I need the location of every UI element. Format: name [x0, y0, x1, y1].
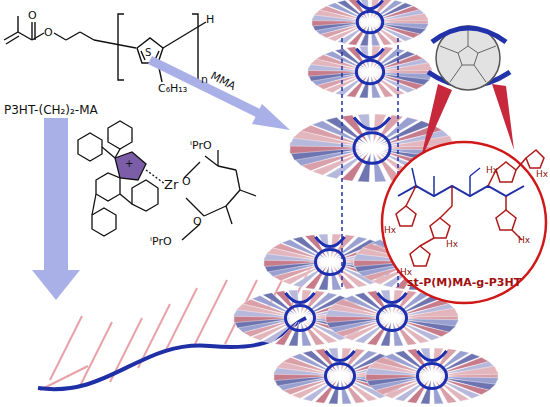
brush-wedge: [373, 153, 386, 182]
side-chains: [40, 260, 314, 390]
mma-arrow: [150, 60, 290, 130]
atom-label: O: [44, 27, 53, 38]
helix-coil: [315, 237, 344, 247]
helix-coil: [285, 305, 314, 330]
helix-coil: [354, 133, 390, 164]
atom-label: O: [182, 176, 191, 187]
atom-label: Zr: [164, 178, 178, 191]
catalyst-structure: [78, 121, 256, 240]
brush-wedge: [378, 13, 429, 21]
hexyl-label: Hx: [400, 268, 412, 277]
helix-coil: [417, 351, 446, 361]
substituent-label: ⁱPrO: [190, 140, 212, 151]
charge-label: +: [125, 159, 133, 169]
substituent-label: ⁱPrO: [150, 236, 172, 247]
reaction-arrow: [32, 118, 80, 300]
reagent-label: MMA: [209, 70, 238, 92]
helix-coil: [356, 60, 383, 83]
backbone-chain: [38, 318, 306, 389]
helix-coil: [417, 363, 446, 388]
substituent-label: C₆H₁₃: [158, 83, 187, 94]
helix-coil: [357, 0, 383, 8]
helix-coil: [325, 351, 354, 361]
atom-label: O: [193, 216, 202, 227]
brush-wedge: [441, 366, 499, 375]
repeat-index: n: [201, 74, 208, 85]
atom-label: H: [206, 14, 214, 25]
hexyl-label: Hx: [446, 240, 458, 249]
brush-wedge: [401, 308, 459, 317]
helix-coil: [315, 249, 344, 274]
helix-coil: [285, 293, 314, 303]
helix-coil: [377, 305, 406, 330]
hexyl-label: Hx: [536, 170, 548, 179]
helix-coil: [325, 363, 354, 388]
helix-coil: [354, 117, 390, 129]
polymer-inset-circle: st-P(M)MA-g-P3HT: [380, 140, 548, 305]
atom-label: O: [28, 10, 37, 21]
atom-label: S: [145, 48, 151, 58]
helix-coil: [356, 49, 383, 58]
hexyl-label: Hx: [384, 226, 396, 235]
polymer-name: st-P(M)MA-g-P3HT: [380, 276, 548, 289]
hexyl-label: Hx: [518, 236, 530, 245]
monomer-name: P3HT-(CH₂)₂-MA: [4, 104, 98, 116]
helix-coil: [377, 293, 406, 303]
helix-coil: [357, 11, 383, 33]
hexyl-label: Hx: [486, 166, 498, 175]
brush-wedge: [378, 63, 432, 72]
